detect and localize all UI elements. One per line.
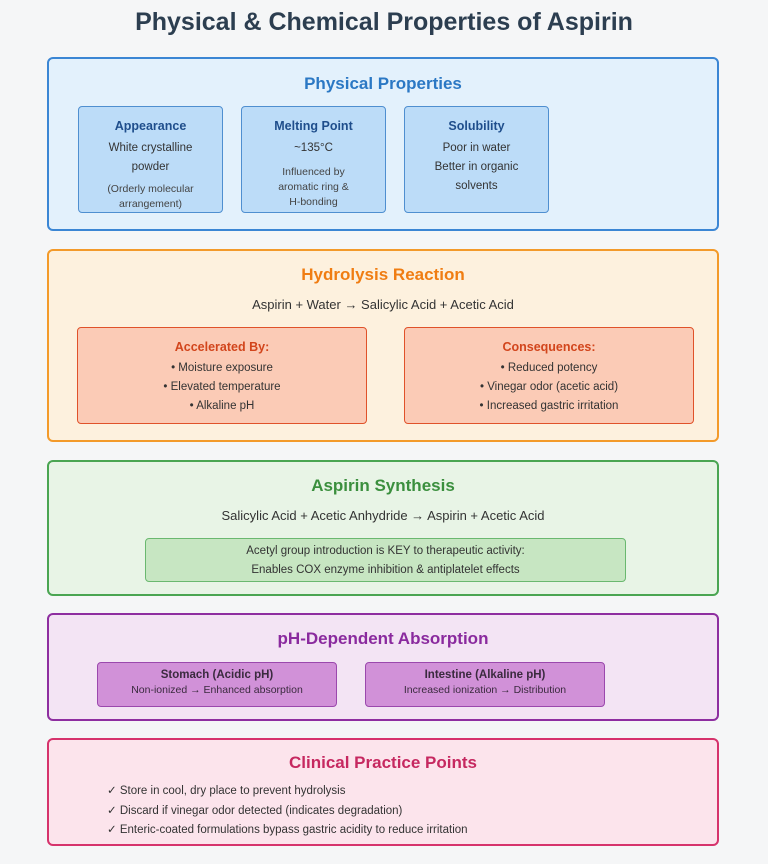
melting-point-value: ~135°C [294,142,333,154]
consequence-item: • Reduced potency [500,362,598,374]
stomach-title: Stomach (Acidic pH) [160,669,274,681]
synthesis-note-line: Enables COX enzyme inhibition & antiplat… [251,564,520,576]
synthesis-note-line: Acetyl group introduction is KEY to ther… [246,545,525,557]
intestine-title: Intestine (Alkaline pH) [424,669,546,681]
accelerated-item: • Moisture exposure [171,362,273,374]
solubility-title: Solubility [448,119,505,133]
appearance-line: powder [131,161,170,173]
accelerated-by-title: Accelerated By: [174,340,270,354]
accelerated-item: • Elevated temperature [163,381,281,393]
solubility-box: Solubility Poor in water Better in organ… [404,106,549,213]
solubility-line: solvents [455,180,498,192]
hydrolysis-panel: Hydrolysis Reaction Aspirin + Water → Sa… [47,249,719,442]
consequences-title: Consequences: [502,340,596,354]
solubility-line: Better in organic [434,161,519,173]
clinical-practice-title: Clinical Practice Points [288,753,477,772]
appearance-box: Appearance White crystalline powder (Ord… [78,106,223,213]
intestine-text: Increased ionization → Distribution [403,684,567,696]
melting-point-box: Melting Point ~135°C Influenced by aroma… [241,106,386,213]
melting-point-note: H-bonding [289,196,338,208]
physical-properties-panel: Physical Properties Appearance White cry… [47,57,719,231]
appearance-note: (Orderly molecular [107,183,194,195]
appearance-line: White crystalline [108,142,193,154]
intestine-box: Intestine (Alkaline pH) Increased ioniza… [365,662,605,707]
stomach-box: Stomach (Acidic pH) Non-ionized → Enhanc… [97,662,337,707]
melting-point-note: aromatic ring & [278,181,349,193]
synthesis-title: Aspirin Synthesis [311,476,455,495]
synthesis-equation: Salicylic Acid + Acetic Anhydride → Aspi… [221,508,545,523]
clinical-item: ✓ Store in cool, dry place to prevent hy… [107,785,346,797]
accelerated-by-box: Accelerated By: • Moisture exposure • El… [77,327,367,424]
stomach-text: Non-ionized → Enhanced absorption [131,684,303,696]
appearance-title: Appearance [114,119,187,133]
consequences-box: Consequences: • Reduced potency • Vinega… [404,327,694,424]
appearance-note: arrangement) [118,198,183,210]
hydrolysis-title: Hydrolysis Reaction [301,265,465,284]
accelerated-item: • Alkaline pH [189,400,255,412]
melting-point-note: Influenced by [282,166,345,178]
clinical-item: ✓ Discard if vinegar odor detected (indi… [107,804,403,817]
consequence-item: • Increased gastric irritation [479,400,619,412]
synthesis-note-box: Acetyl group introduction is KEY to ther… [145,538,626,582]
ph-absorption-panel: pH-Dependent Absorption Stomach (Acidic … [47,613,719,721]
clinical-list: ✓ Store in cool, dry place to prevent hy… [107,782,468,841]
ph-absorption-title: pH-Dependent Absorption [277,629,489,648]
solubility-line: Poor in water [442,142,511,154]
physical-properties-title: Physical Properties [304,74,462,93]
clinical-item: ✓ Enteric-coated formulations bypass gas… [107,824,468,836]
hydrolysis-equation: Aspirin + Water → Salicylic Acid + Aceti… [252,297,514,312]
melting-point-title: Melting Point [274,119,353,133]
synthesis-panel: Aspirin Synthesis Salicylic Acid + Aceti… [47,460,719,596]
consequence-item: • Vinegar odor (acetic acid) [479,381,619,393]
clinical-practice-panel: Clinical Practice Points ✓ Store in cool… [47,738,719,846]
page-title: Physical & Chemical Properties of Aspiri… [135,8,633,36]
